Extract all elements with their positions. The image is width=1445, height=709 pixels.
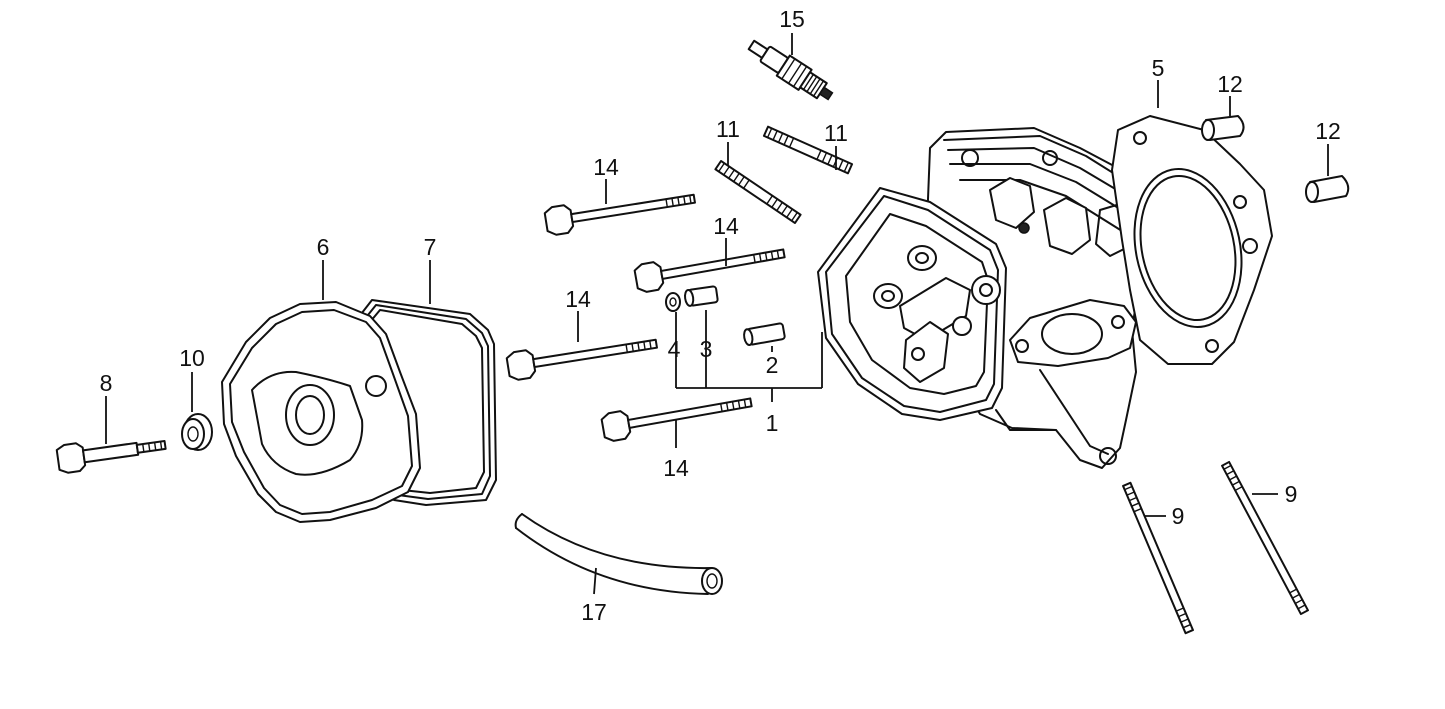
flange-bolt-14-a xyxy=(543,193,696,236)
long-stud-9-left xyxy=(1122,481,1194,635)
callout-9-right: 9 xyxy=(1285,481,1298,507)
flange-bolt-14-b xyxy=(633,248,786,293)
callout-7: 7 xyxy=(424,234,437,260)
callout-10: 10 xyxy=(179,345,205,371)
head-gasket xyxy=(1111,115,1273,365)
head-cover-gasket xyxy=(357,299,497,506)
callout-17: 17 xyxy=(581,599,607,625)
callout-14-middle: 14 xyxy=(713,213,739,239)
callout-14-bottom: 14 xyxy=(663,455,689,481)
callout-11-right: 11 xyxy=(824,120,848,146)
leader-lines xyxy=(105,33,1329,595)
callout-labels: 15 11 11 14 14 14 14 5 12 12 6 7 8 10 4 … xyxy=(100,6,1341,625)
flange-bolt-14-c xyxy=(505,338,658,381)
callout-2: 2 xyxy=(766,352,779,378)
callout-3: 3 xyxy=(700,336,713,362)
washer-10 xyxy=(181,413,213,451)
dowel-pin-3 xyxy=(684,285,719,307)
spark-plug xyxy=(747,39,834,101)
callout-8: 8 xyxy=(100,370,113,396)
callout-11-left: 11 xyxy=(716,116,740,142)
bolt-8 xyxy=(55,439,167,474)
dowel-pin-2 xyxy=(743,322,786,347)
long-stud-9-right xyxy=(1221,460,1309,616)
callout-14-top: 14 xyxy=(593,154,619,180)
callout-9-left: 9 xyxy=(1172,503,1185,529)
callout-6: 6 xyxy=(317,234,330,260)
callout-5: 5 xyxy=(1152,55,1165,81)
breather-tube xyxy=(514,513,723,595)
callout-12-left: 12 xyxy=(1217,71,1243,97)
callout-15: 15 xyxy=(779,6,805,32)
head-cover xyxy=(221,301,421,523)
callout-4: 4 xyxy=(668,336,681,362)
callout-14-left: 14 xyxy=(565,286,591,312)
stud-bolt-11-left xyxy=(714,160,802,224)
dowel-12-left xyxy=(1201,115,1245,141)
dowel-12-right xyxy=(1305,175,1350,203)
cylinder-head xyxy=(817,127,1165,469)
callout-12-right: 12 xyxy=(1315,118,1341,144)
callout-1: 1 xyxy=(766,410,779,436)
flange-bolt-14-d xyxy=(600,397,753,442)
ring-4 xyxy=(665,292,681,312)
